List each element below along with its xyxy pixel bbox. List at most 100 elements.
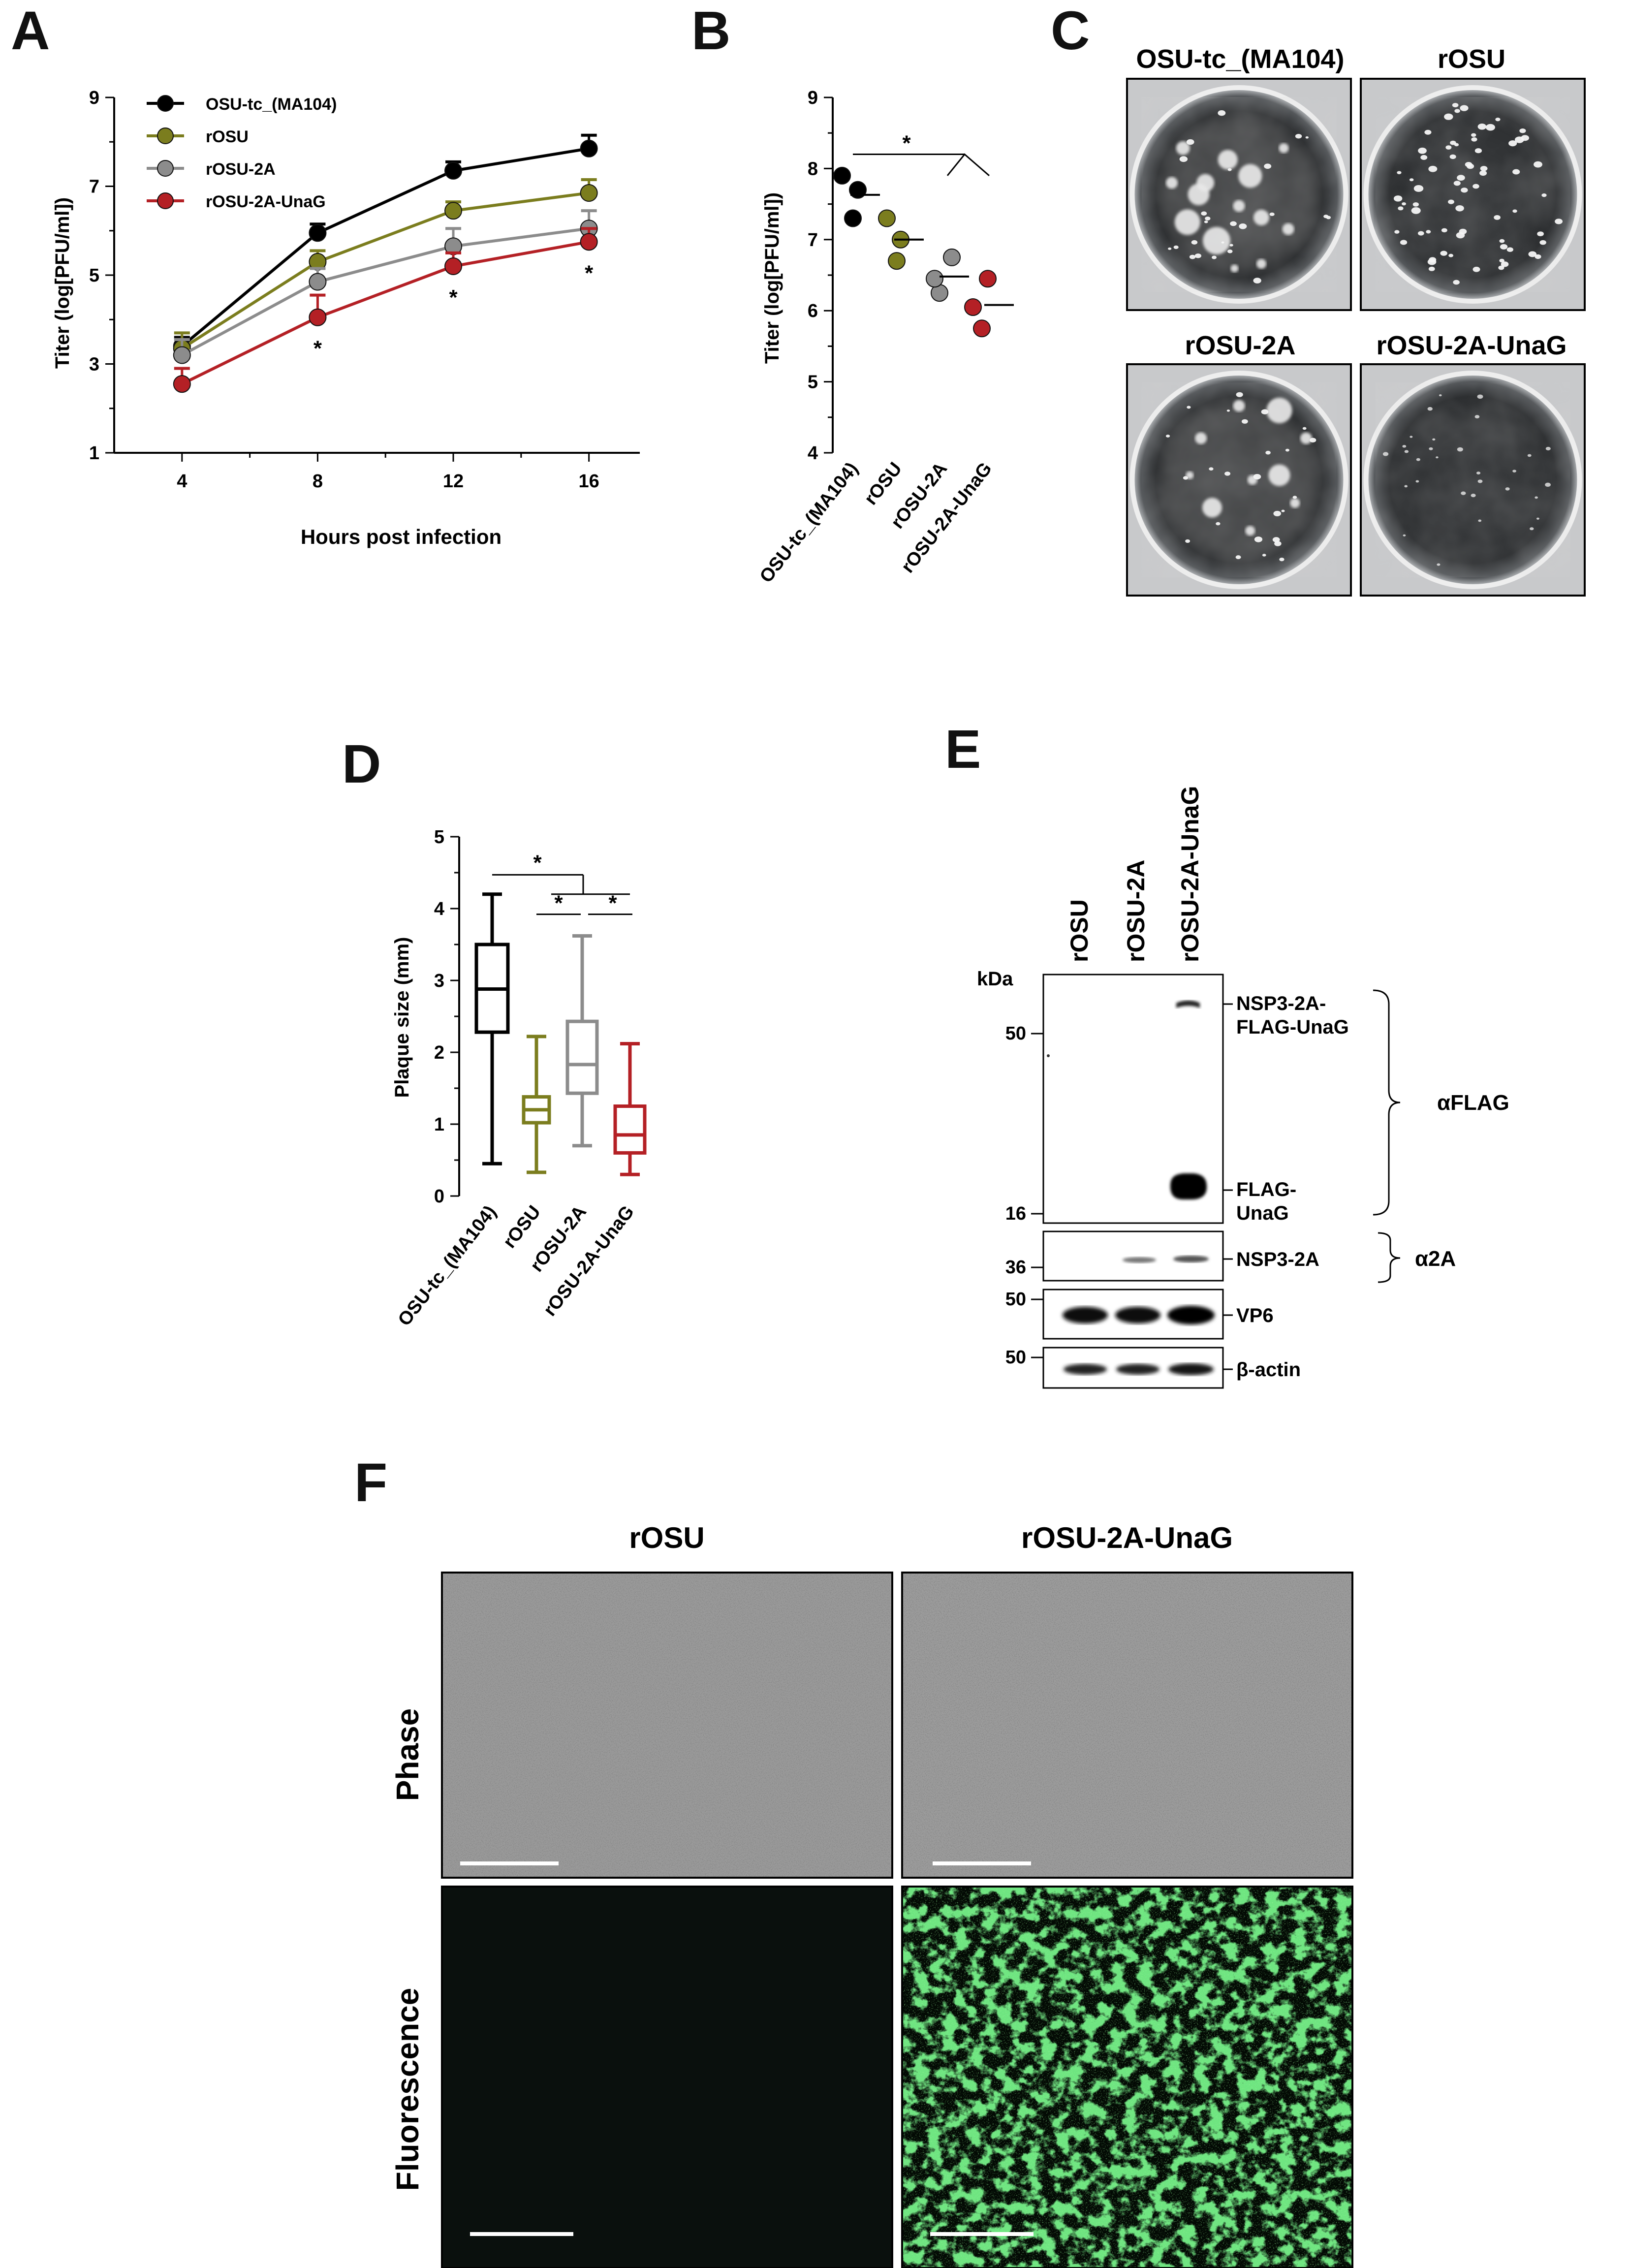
plaque-rosu-2a-unag [1404, 450, 1409, 453]
plaque-rosu [1428, 266, 1435, 271]
plaque-rosu-2a [1235, 555, 1241, 560]
plaque-osu [1174, 209, 1200, 235]
panel-label-f: F [354, 1452, 387, 1513]
plaque-osu [1204, 220, 1208, 223]
plaque-rosu-2a-unag [1536, 517, 1539, 520]
plaque-rosu [1501, 261, 1509, 267]
plaque-rosu-2a-unag [1476, 472, 1481, 474]
chart-d-significance-mark: * [554, 891, 563, 915]
plaque-rosu-2a-unag [1415, 480, 1419, 483]
plaque-rosu [1448, 253, 1454, 257]
lane-label-rosu: rOSU [1065, 899, 1093, 962]
plaque-rosu-2a-unag [1427, 407, 1433, 411]
scale-bar [933, 1861, 1031, 1865]
plaque-rosu [1420, 155, 1428, 160]
plaque-osu [1305, 136, 1309, 139]
plaque-rosu [1528, 251, 1537, 257]
plaque-osu [1189, 254, 1196, 259]
plaque-osu [1227, 249, 1233, 253]
plaque-rosu [1441, 228, 1447, 233]
plaque-osu [1176, 141, 1190, 155]
fluorescence-image-rosu [442, 1887, 892, 2268]
plaque-rosu-2a-unag [1545, 446, 1551, 451]
plaque-rosu [1412, 202, 1419, 207]
plaque-rosu-2a-unag [1530, 527, 1534, 531]
plaque-rosu-2a-unag [1410, 436, 1413, 438]
marker-50-actin: 50 [1005, 1347, 1026, 1368]
plaque-rosu [1534, 161, 1542, 168]
chart-b-y-tick-label: 5 [808, 372, 818, 393]
plaque-osu [1269, 212, 1275, 216]
plaque-rosu [1418, 147, 1427, 154]
plaque-osu [1221, 241, 1224, 244]
plate-haze-rosu [1375, 97, 1570, 292]
chart-a-x-tick-label: 8 [313, 471, 323, 492]
plaque-rosu-2a [1300, 432, 1312, 444]
plaque-osu [1218, 110, 1226, 116]
plaque-rosu [1480, 166, 1488, 171]
plaque-rosu [1445, 145, 1452, 150]
chart-a-y-tick-label: 5 [89, 265, 99, 286]
plaque-osu [1253, 278, 1261, 284]
plaque-rosu [1450, 140, 1456, 145]
chart-a-data-point [173, 375, 191, 393]
plaque-rosu-2a-unag [1527, 454, 1532, 457]
plaque-rosu [1474, 148, 1482, 154]
chart-a-legend-marker [157, 192, 174, 209]
chart-a-y-tick-label: 1 [89, 443, 99, 464]
chart-a-series-line [181, 227, 590, 357]
plaque-osu [1201, 211, 1207, 216]
band-label-flag-unag-line2: UnaG [1236, 1202, 1289, 1224]
chart-b-data-point [943, 248, 961, 266]
plaque-rosu [1426, 230, 1431, 234]
plaque-rosu-2a [1187, 406, 1191, 409]
plaque-rosu-2a-unag [1535, 496, 1538, 499]
panel-label-d: D [342, 734, 381, 794]
plaque-rosu-2a [1273, 510, 1282, 516]
chart-a-x-tick-label: 16 [579, 471, 599, 492]
plaque-rosu-2a [1226, 410, 1230, 412]
plaque-rosu-2a-unag [1477, 479, 1483, 483]
plaque-rosu [1465, 162, 1472, 167]
plaque-rosu [1409, 178, 1414, 182]
chart-b-y-tick-label: 7 [808, 230, 818, 251]
antibody-label-flag: αFLAG [1437, 1091, 1509, 1115]
chart-a-legend-marker [157, 127, 174, 144]
chart-a-significance-mark: * [585, 261, 594, 285]
plaque-rosu-2a [1209, 467, 1214, 471]
kda-label: kDa [977, 968, 1013, 990]
plaque-rosu-2a-unag [1437, 563, 1441, 566]
chart-b-significance-bracket [853, 153, 990, 176]
band-label-nsp3-2a-flag-line2: FLAG-UnaG [1236, 1016, 1349, 1038]
chart-a-data-point [444, 257, 463, 275]
chart-b-category-label: OSU-tc_(MA104) [756, 459, 862, 587]
plaque-rosu [1454, 109, 1460, 113]
chart-a-legend-label: rOSU-2A-UnaG [206, 192, 326, 211]
plaque-rosu-2a [1265, 450, 1271, 455]
plaque-rosu-2a [1233, 400, 1245, 412]
plaque-rosu [1541, 193, 1547, 197]
plaque-rosu-2a-unag [1436, 456, 1439, 459]
plaque-rosu-2a [1274, 541, 1282, 546]
band-label-vp6: VP6 [1236, 1305, 1274, 1326]
plaque-rosu-2a-unag [1439, 394, 1442, 397]
chart-b-data-point [878, 209, 896, 227]
plaque-rosu-2a [1310, 438, 1316, 442]
plaque-rosu [1500, 244, 1508, 250]
plaque-rosu-2a-unag [1402, 444, 1407, 448]
chart-b-data-point [964, 298, 982, 316]
chart-a-series-line [181, 147, 590, 347]
fluorescence-frame-rosu-2a-unag [901, 1886, 1353, 2268]
plaque-rosu [1460, 105, 1469, 111]
chart-d-significance-mark: * [533, 850, 542, 875]
plaque-rosu-2a-unag [1471, 494, 1476, 498]
band-actin-lane2 [1116, 1364, 1159, 1375]
plaque-rosu-2a [1195, 432, 1207, 444]
chart-d-category-label: OSU-tc_(MA104) [394, 1202, 501, 1330]
plaque-rosu [1424, 129, 1432, 135]
chart-a-y-tick-label: 7 [89, 177, 99, 197]
chart-b-y-tick-label: 9 [808, 88, 818, 108]
chart-a-ylabel: Titer (log[PFU/ml]) [52, 197, 73, 369]
plaque-rosu [1448, 199, 1454, 204]
plaque-osu [1196, 174, 1215, 192]
